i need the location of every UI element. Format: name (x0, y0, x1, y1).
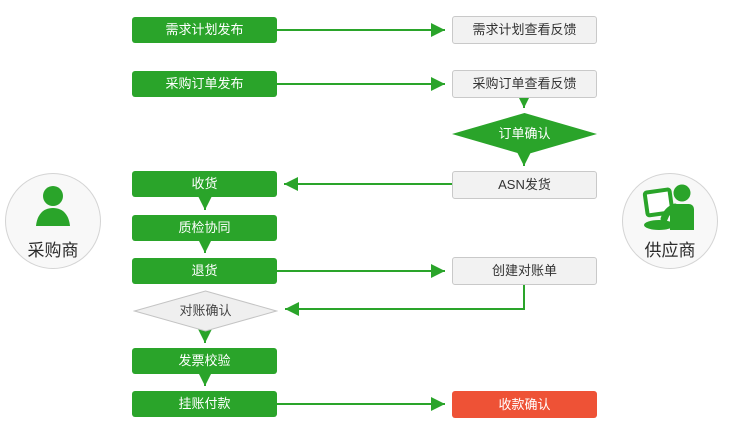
buyer-label: 采购商 (27, 241, 79, 260)
buyer-actor: 采购商 (5, 173, 101, 269)
supplier-actor: 供应商 (622, 173, 718, 269)
node-order-confirm: 订单确认 (452, 113, 597, 155)
user-laptop-icon (623, 174, 717, 241)
node-po-feedback: 采购订单查看反馈 (452, 70, 597, 98)
node-book-payment: 挂账付款 (132, 391, 277, 417)
diamond-shape-icon (452, 113, 597, 155)
node-reconcile-confirm: 对账确认 (133, 290, 278, 332)
node-order-confirm-label: 订单确认 (498, 126, 551, 141)
node-invoice-verify: 发票校验 (132, 348, 277, 374)
supplier-label: 供应商 (644, 241, 696, 260)
edge-statement-to-reconcile (285, 285, 525, 316)
node-create-statement: 创建对账单 (452, 257, 597, 285)
node-demand-plan-feedback: 需求计划查看反馈 (452, 16, 597, 44)
node-po-publish: 采购订单发布 (132, 71, 277, 97)
node-receive-goods: 收货 (132, 171, 277, 197)
user-icon (6, 174, 100, 241)
node-receipt-confirm: 收款确认 (452, 391, 597, 418)
node-demand-plan-publish: 需求计划发布 (132, 17, 277, 43)
node-asn-ship: ASN发货 (452, 171, 597, 199)
diamond-shape-icon (133, 290, 278, 332)
node-return-goods: 退货 (132, 258, 277, 284)
node-reconcile-confirm-label: 对账确认 (179, 303, 232, 318)
node-quality-collab: 质检协同 (132, 215, 277, 241)
